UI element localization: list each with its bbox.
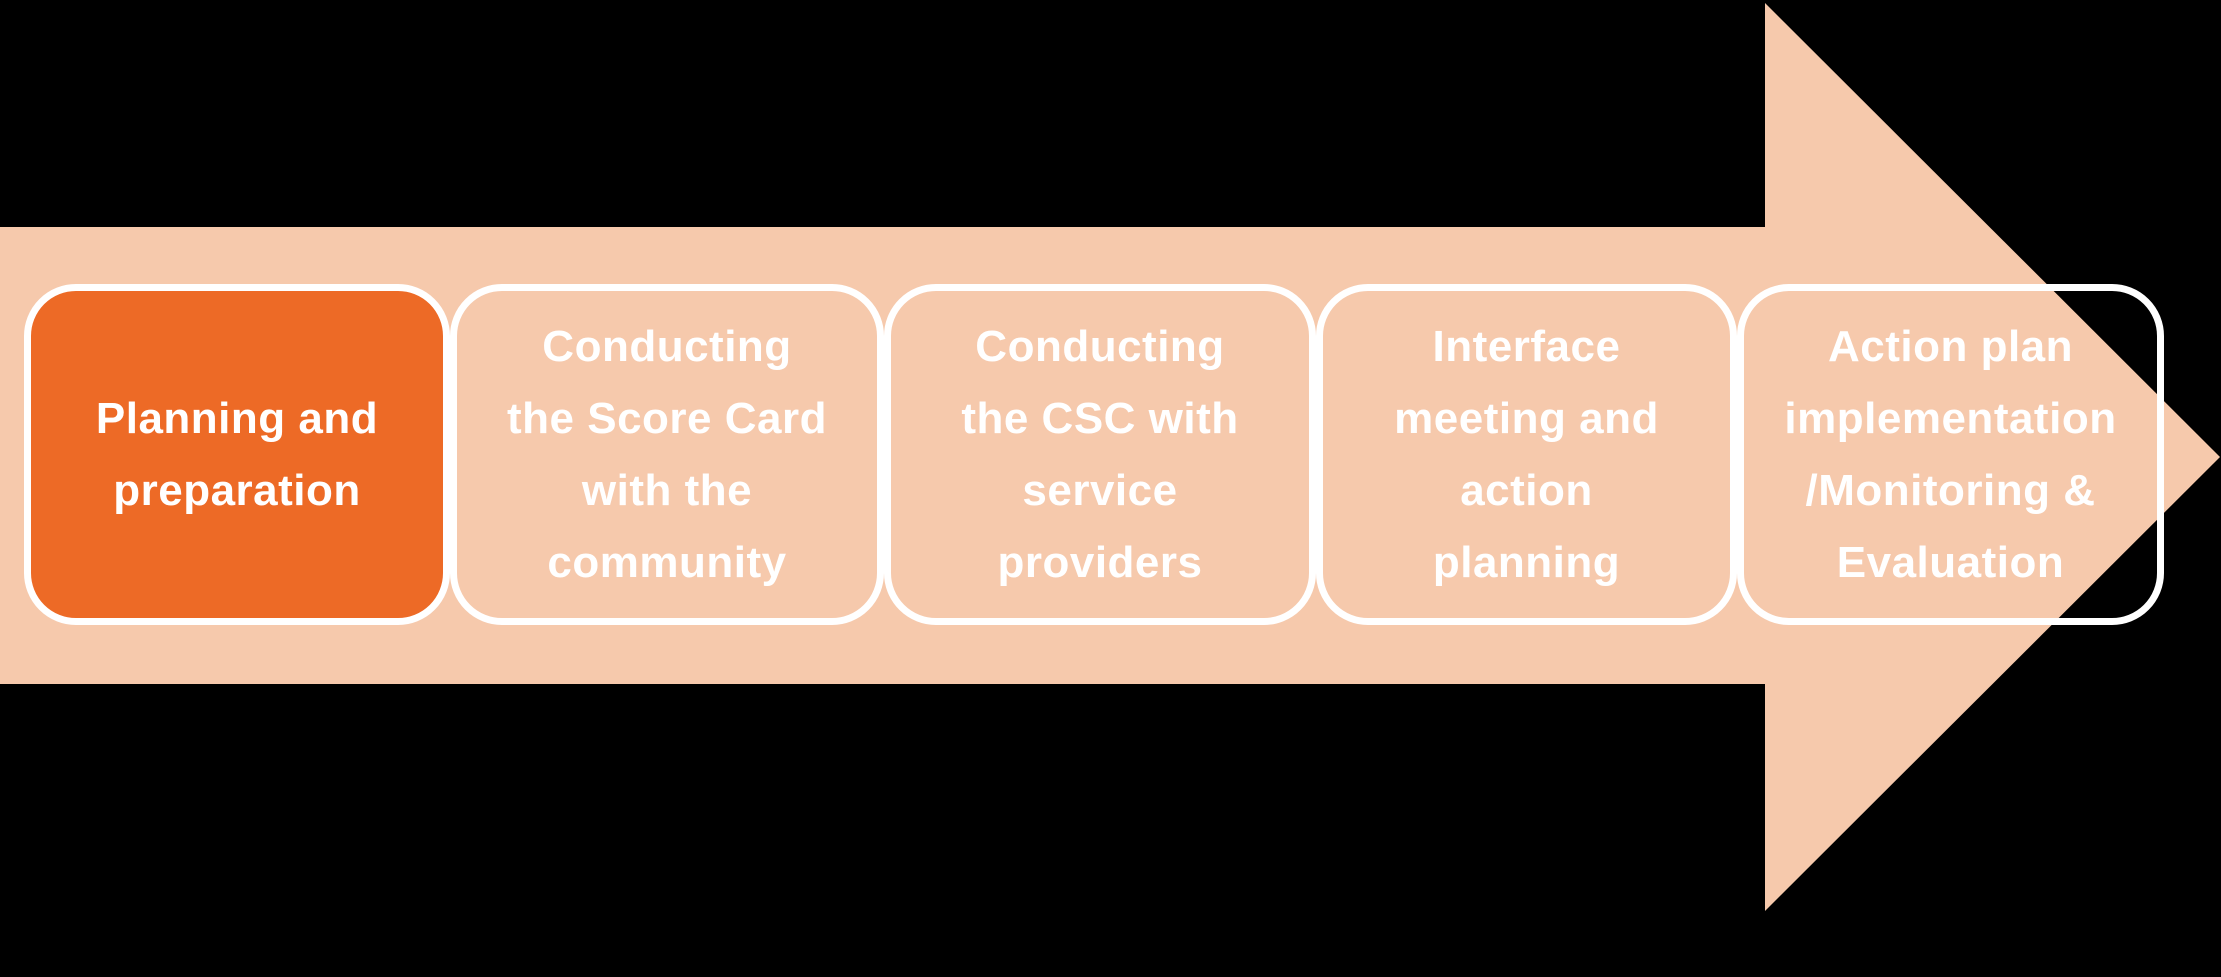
stage-box-csc-providers: Conducting the CSC with service provider…: [884, 284, 1316, 625]
stage-label: Planning and preparation: [95, 393, 379, 515]
stage-label: Interface meeting and action planning: [1394, 321, 1659, 587]
stage-box-interface-meeting: Interface meeting and action planning: [1316, 284, 1737, 625]
stage-box-action-plan: Action plan implementation /Monitoring &…: [1737, 284, 2164, 625]
stage-label: Action plan implementation /Monitoring &…: [1784, 321, 2117, 587]
stage-box-scorecard-community: Conducting the Score Card with the commu…: [450, 284, 884, 625]
stage-box-planning: Planning and preparation: [24, 284, 450, 625]
stage-label: Conducting the Score Card with the commu…: [507, 321, 827, 587]
stage-label: Conducting the CSC with service provider…: [961, 321, 1239, 587]
